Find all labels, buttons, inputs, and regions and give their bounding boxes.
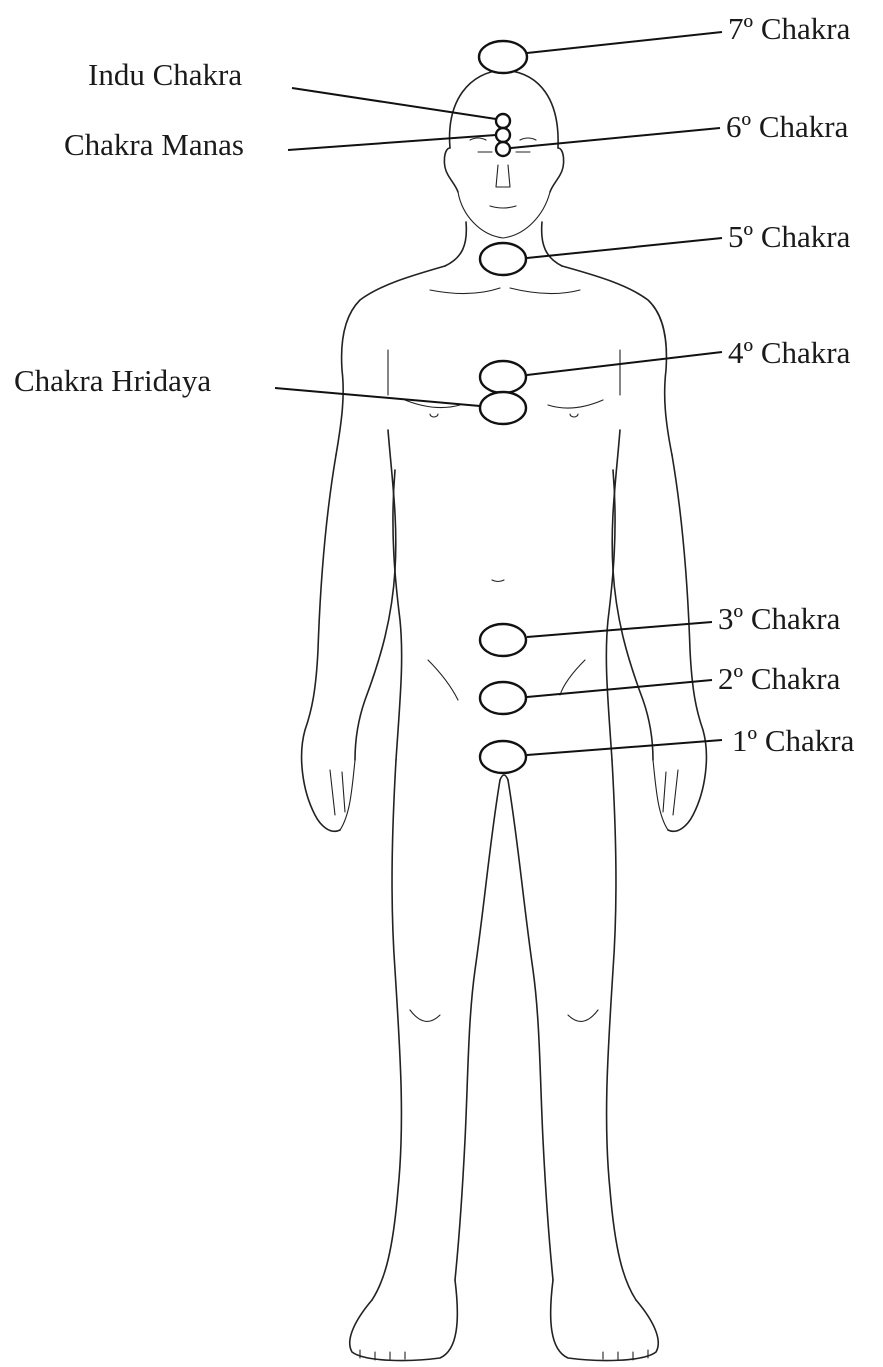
label-chakra6: 6º Chakra [726,110,848,144]
chakra2-marker [480,682,526,714]
label-chakra5: 5º Chakra [728,220,850,254]
chakra6-marker [496,142,510,156]
label-chakra2: 2º Chakra [718,662,840,696]
label-chakra3: 3º Chakra [718,602,840,636]
leader-hridaya [275,388,480,406]
leader-indu [292,88,496,119]
leader-chakra2 [527,680,712,697]
chakra5-marker [480,243,526,275]
leader-chakra7 [527,32,722,53]
chakra4-marker [480,361,526,393]
leader-manas [288,135,496,150]
label-hridaya: Chakra Hridaya [14,364,211,398]
chakra3-marker [480,624,526,656]
chakra1-marker [480,741,526,773]
label-chakra7: 7º Chakra [728,12,850,46]
chakra-markers [479,41,527,773]
chakra7-marker [479,41,527,73]
label-chakra1: 1º Chakra [732,724,854,758]
leader-chakra5 [527,238,722,258]
label-manas: Chakra Manas [64,128,244,162]
manas-marker [496,128,510,142]
label-indu: Indu Chakra [88,58,242,92]
leader-chakra6 [511,128,720,148]
indu-marker [496,114,510,128]
leader-chakra1 [527,740,722,755]
hridaya-marker [480,392,526,424]
leader-chakra4 [527,352,722,375]
label-chakra4: 4º Chakra [728,336,850,370]
